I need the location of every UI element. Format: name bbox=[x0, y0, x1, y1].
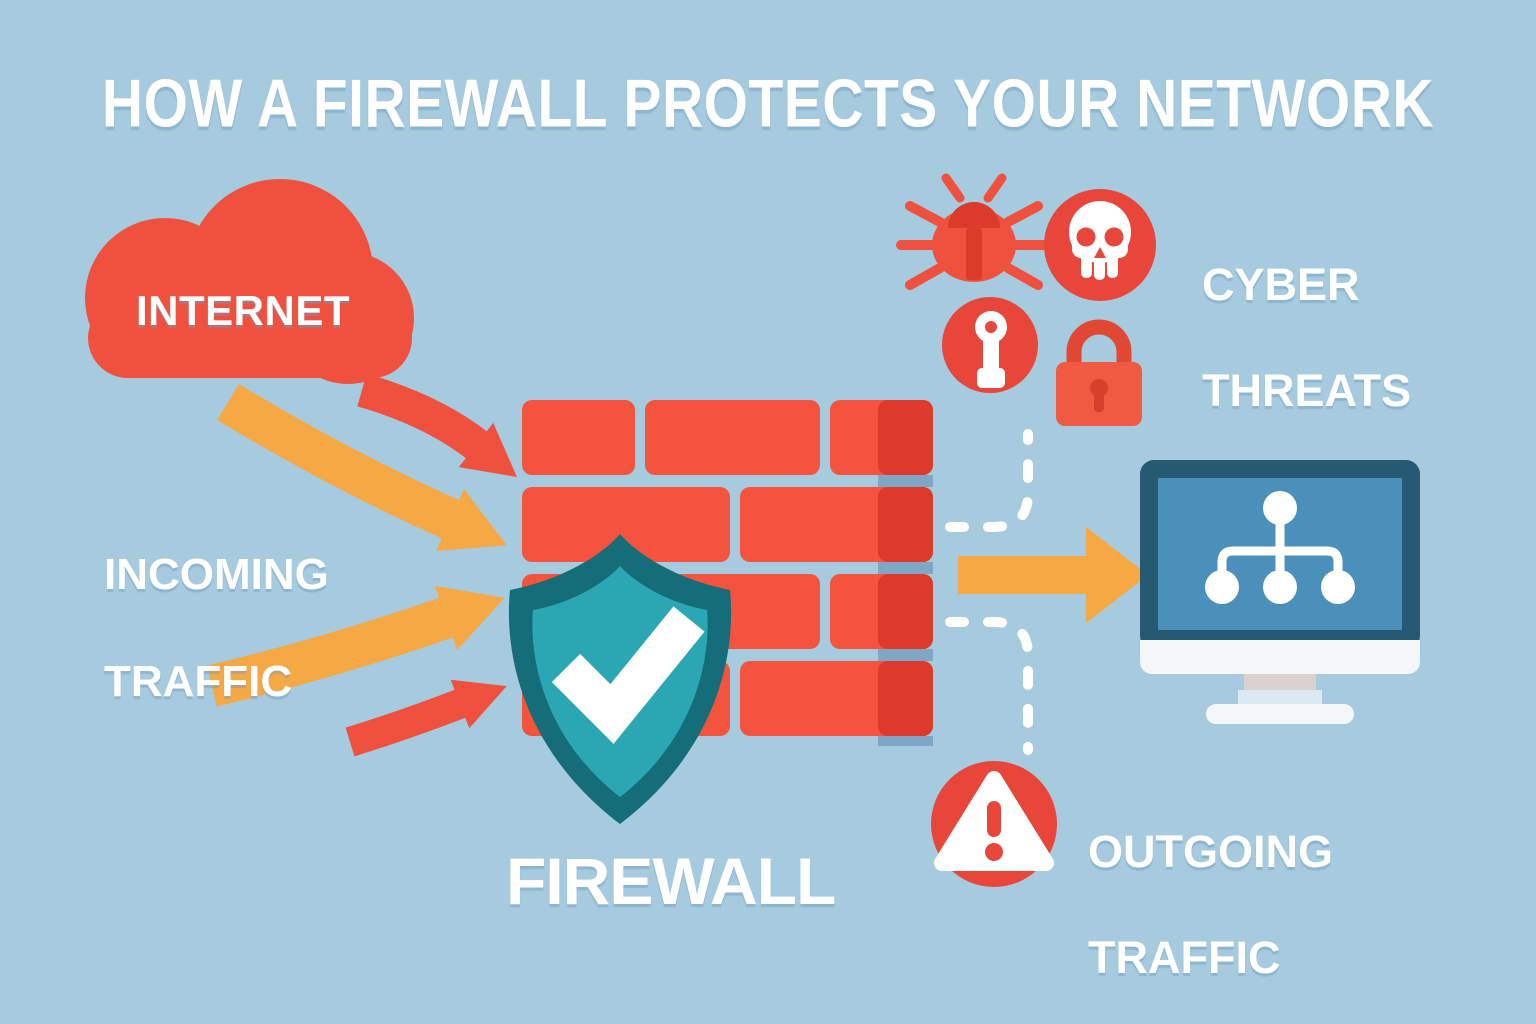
incoming-arrow-orange-bottom bbox=[207, 585, 505, 707]
incoming-arrow-red-top bbox=[357, 373, 517, 478]
page-title: HOW A FIREWALL PROTECTS YOUR NETWORK bbox=[101, 66, 1435, 142]
shield-check-icon bbox=[508, 534, 732, 824]
outgoing-traffic-line1: OUTGOING bbox=[1088, 826, 1333, 878]
outgoing-traffic-label: OUTGOING TRAFFIC bbox=[1088, 772, 1333, 984]
incoming-traffic-line2: TRAFFIC bbox=[104, 657, 293, 707]
key-icon bbox=[942, 297, 1038, 393]
outgoing-traffic-line2: TRAFFIC bbox=[1088, 932, 1281, 984]
outgoing-arrow bbox=[958, 527, 1148, 623]
cyber-threats-line1: CYBER bbox=[1202, 259, 1360, 311]
incoming-arrow-orange-top bbox=[217, 384, 507, 552]
firewall-label: FIREWALL bbox=[506, 844, 836, 918]
skull-icon bbox=[1044, 189, 1156, 301]
network-monitor-icon bbox=[1140, 460, 1420, 724]
brick bbox=[522, 400, 635, 475]
warning-icon bbox=[931, 761, 1057, 887]
cyber-threats-label: CYBER THREATS bbox=[1202, 205, 1411, 417]
incoming-traffic-line1: INCOMING bbox=[104, 549, 329, 599]
dashed-route-down bbox=[945, 617, 1033, 755]
brick bbox=[645, 400, 820, 475]
internet-label: INTERNET bbox=[136, 287, 350, 334]
incoming-traffic-label: INCOMING TRAFFIC bbox=[104, 494, 329, 709]
bug-icon bbox=[896, 173, 1052, 290]
checkmark-icon bbox=[551, 606, 705, 744]
padlock-icon bbox=[1056, 319, 1142, 426]
cyber-threats-line2: THREATS bbox=[1202, 365, 1412, 417]
dashed-route-up bbox=[945, 429, 1033, 532]
network-tree-icon bbox=[1205, 491, 1355, 604]
brick bbox=[522, 487, 730, 562]
cloud-icon bbox=[85, 179, 414, 384]
wall-shaded-edge bbox=[878, 400, 933, 746]
incoming-arrow-red-bottom bbox=[345, 679, 507, 757]
